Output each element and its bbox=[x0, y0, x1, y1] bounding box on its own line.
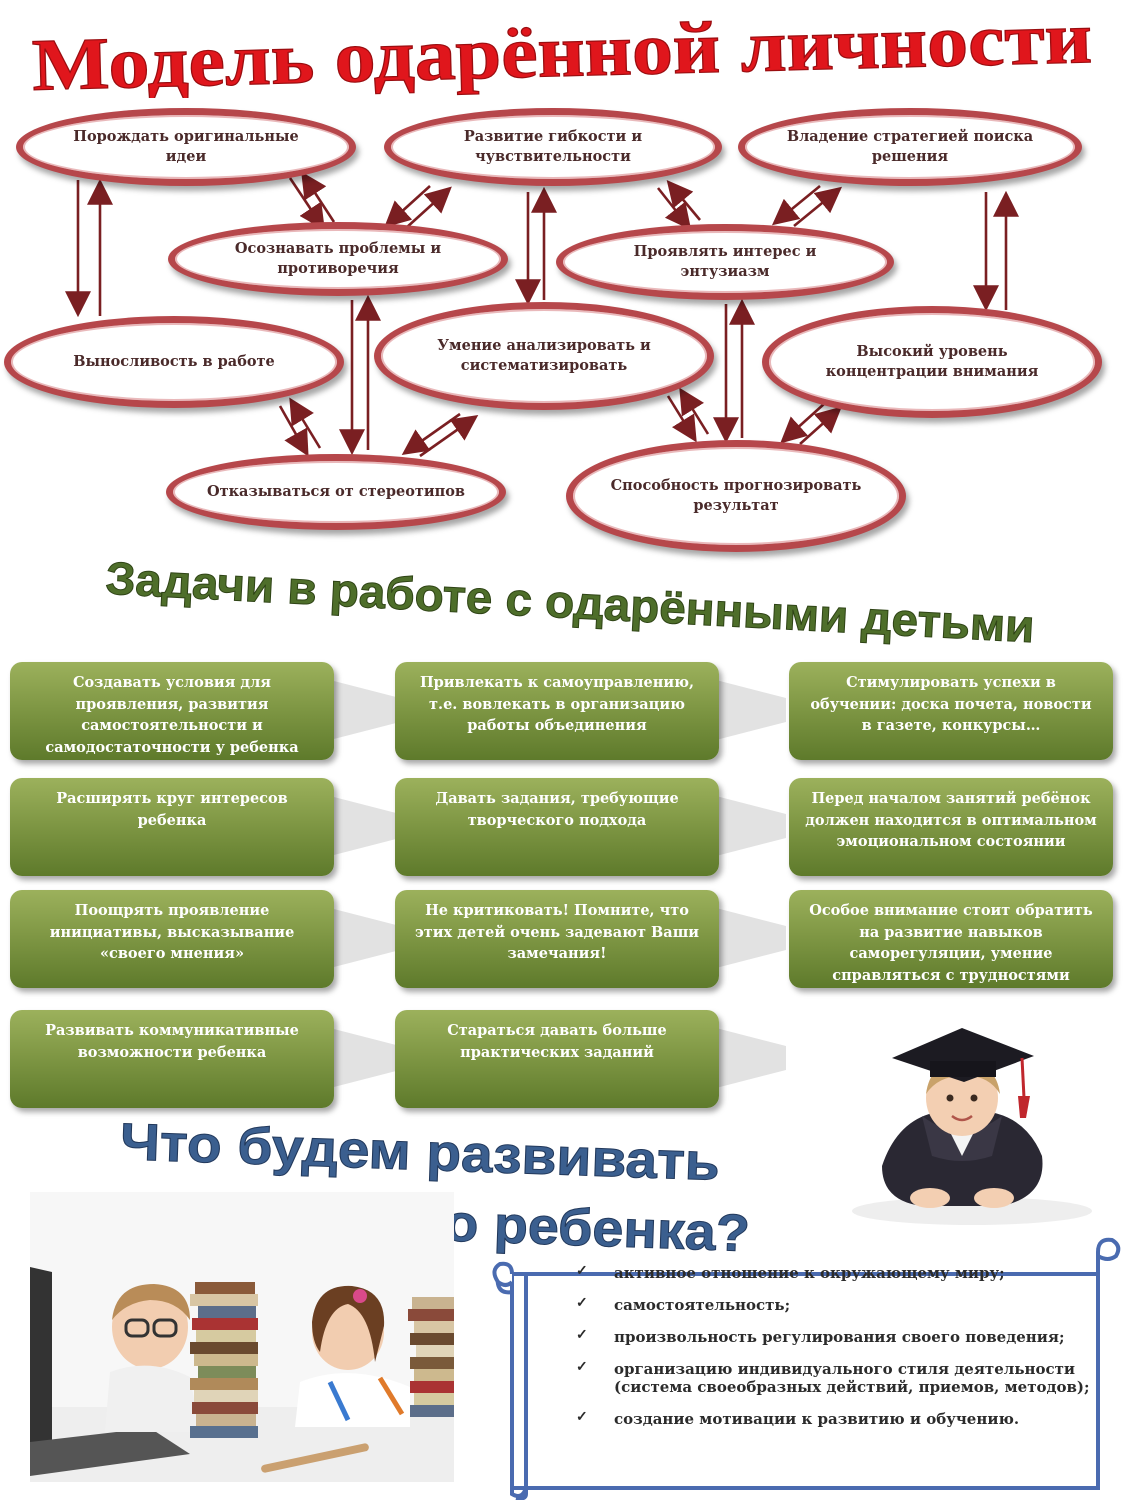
task-text: Перед началом занятий ребёнок должен нах… bbox=[805, 790, 1097, 850]
task-box: Расширять круг интересов ребенка bbox=[10, 778, 334, 876]
task-connector bbox=[330, 1028, 400, 1088]
list-item: ✓ активное отношение к окружающему миру; bbox=[576, 1263, 1096, 1282]
children-with-books-image bbox=[30, 1192, 454, 1482]
task-connector bbox=[716, 680, 786, 740]
oval-label: Развитие гибкости и чувствительности bbox=[463, 128, 643, 165]
list-item: ✓ организацию индивидуального стиля деяте… bbox=[576, 1359, 1096, 1396]
tasks-title: Задачи в работе с одарёнными детьми bbox=[90, 551, 1050, 653]
scroll-frame bbox=[492, 1237, 1121, 1500]
task-box: Не критиковать! Помните, что этих детей … bbox=[395, 890, 719, 988]
graduate-child-image bbox=[812, 1006, 1112, 1236]
oval-label: Способность прогнозировать результат bbox=[610, 477, 862, 514]
list-item-text: произвольность регулирования своего пове… bbox=[614, 1328, 1065, 1346]
task-connector bbox=[716, 908, 786, 968]
oval-label: Выносливость в работе bbox=[73, 353, 275, 370]
list-item-text: организацию индивидуального стиля деятел… bbox=[614, 1360, 1090, 1396]
oval-generate-ideas: Порождать оригинальные идеи bbox=[16, 108, 356, 186]
task-text: Создавать условия для проявления, развит… bbox=[45, 674, 299, 756]
graduate-child-illustration bbox=[812, 1006, 1112, 1236]
task-connector bbox=[330, 680, 400, 740]
oval-label: Отказываться от стереотипов bbox=[206, 483, 466, 500]
list-item-text: создание мотивации к развитию и обучению… bbox=[614, 1410, 1020, 1428]
oval-problems: Осознавать проблемы и противоречия bbox=[168, 222, 508, 296]
tasks-title-graphic: Задачи в работе с одарёнными детьми bbox=[104, 551, 1036, 653]
oval-interest: Проявлять интерес и энтузиазм bbox=[556, 224, 894, 300]
task-box: Перед началом занятий ребёнок должен нах… bbox=[789, 778, 1113, 876]
task-connector bbox=[716, 1028, 786, 1088]
oval-endurance: Выносливость в работе bbox=[4, 316, 344, 408]
title-graphic: Модель одарённой личности bbox=[30, 0, 1093, 107]
check-icon: ✓ bbox=[576, 1263, 588, 1279]
list-item-text: активное отношение к окружающему миру; bbox=[614, 1264, 1005, 1282]
task-text: Давать задания, требующие творческого по… bbox=[435, 790, 679, 829]
list-item-text: самостоятельность; bbox=[614, 1296, 791, 1314]
develop-scroll: ✓активное отношение к окружающему миру; … bbox=[486, 1232, 1122, 1500]
check-icon: ✓ bbox=[576, 1327, 588, 1343]
oval-label: Осознавать проблемы и противоречия bbox=[234, 240, 442, 277]
oval-flexibility: Развитие гибкости и чувствительности bbox=[384, 108, 722, 186]
task-box: Создавать условия для проявления, развит… bbox=[10, 662, 334, 760]
check-icon: ✓ bbox=[576, 1359, 588, 1375]
task-text: Стараться давать больше практических зад… bbox=[447, 1022, 667, 1061]
task-text: Не критиковать! Помните, что этих детей … bbox=[414, 902, 700, 962]
tasks-title-text: Задачи в работе с одарёнными детьми bbox=[104, 560, 1035, 650]
oval-forecast: Способность прогнозировать результат bbox=[566, 440, 906, 552]
oval-label: Владение стратегией поиска решения bbox=[786, 128, 1034, 165]
task-box: Стараться давать больше практических зад… bbox=[395, 1010, 719, 1108]
oval-analyze: Умение анализировать и систематизировать bbox=[374, 302, 714, 410]
develop-list: ✓активное отношение к окружающему миру; … bbox=[576, 1263, 1096, 1442]
page-title: Модель одарённой личности bbox=[0, 0, 1125, 107]
children-books-illustration bbox=[30, 1192, 454, 1482]
task-box: Привлекать к самоуправлению, т.е. вовлек… bbox=[395, 662, 719, 760]
develop-title-line1: Что будем развивать bbox=[119, 1113, 721, 1192]
oval-label: Проявлять интерес и энтузиазм bbox=[633, 243, 817, 280]
task-box: Особое внимание стоит обратить на развит… bbox=[789, 890, 1113, 988]
task-text: Стимулировать успехи в обучении: доска п… bbox=[810, 674, 1092, 734]
task-connector bbox=[716, 796, 786, 856]
list-item: ✓ произвольность регулирования своего пов… bbox=[576, 1327, 1096, 1346]
task-text: Развивать коммуникативные возможности ре… bbox=[45, 1022, 299, 1061]
oval-label: Порождать оригинальные идеи bbox=[73, 128, 299, 165]
task-text: Расширять круг интересов ребенка bbox=[56, 790, 288, 829]
list-item: ✓ создание мотивации к развитию и обучени… bbox=[576, 1409, 1096, 1428]
oval-focus: Высокий уровень концентрации внимания bbox=[762, 306, 1102, 418]
oval-stereotypes: Отказываться от стереотипов bbox=[166, 454, 506, 530]
oval-label: Высокий уровень концентрации внимания bbox=[825, 343, 1039, 380]
oval-label: Умение анализировать и систематизировать bbox=[437, 337, 651, 374]
task-text: Поощрять проявление инициативы, высказыв… bbox=[49, 902, 295, 962]
task-box: Стимулировать успехи в обучении: доска п… bbox=[789, 662, 1113, 760]
task-box: Давать задания, требующие творческого по… bbox=[395, 778, 719, 876]
task-box: Поощрять проявление инициативы, высказыв… bbox=[10, 890, 334, 988]
oval-strategy: Владение стратегией поиска решения bbox=[738, 108, 1082, 186]
check-icon: ✓ bbox=[576, 1295, 588, 1311]
task-text: Особое внимание стоит обратить на развит… bbox=[809, 902, 1093, 984]
task-box: Развивать коммуникативные возможности ре… bbox=[10, 1010, 334, 1108]
title-text: Модель одарённой личности bbox=[31, 8, 1093, 98]
task-connector bbox=[330, 908, 400, 968]
list-item: ✓ самостоятельность; bbox=[576, 1295, 1096, 1314]
task-connector bbox=[330, 796, 400, 856]
task-text: Привлекать к самоуправлению, т.е. вовлек… bbox=[419, 674, 695, 734]
check-icon: ✓ bbox=[576, 1409, 588, 1425]
